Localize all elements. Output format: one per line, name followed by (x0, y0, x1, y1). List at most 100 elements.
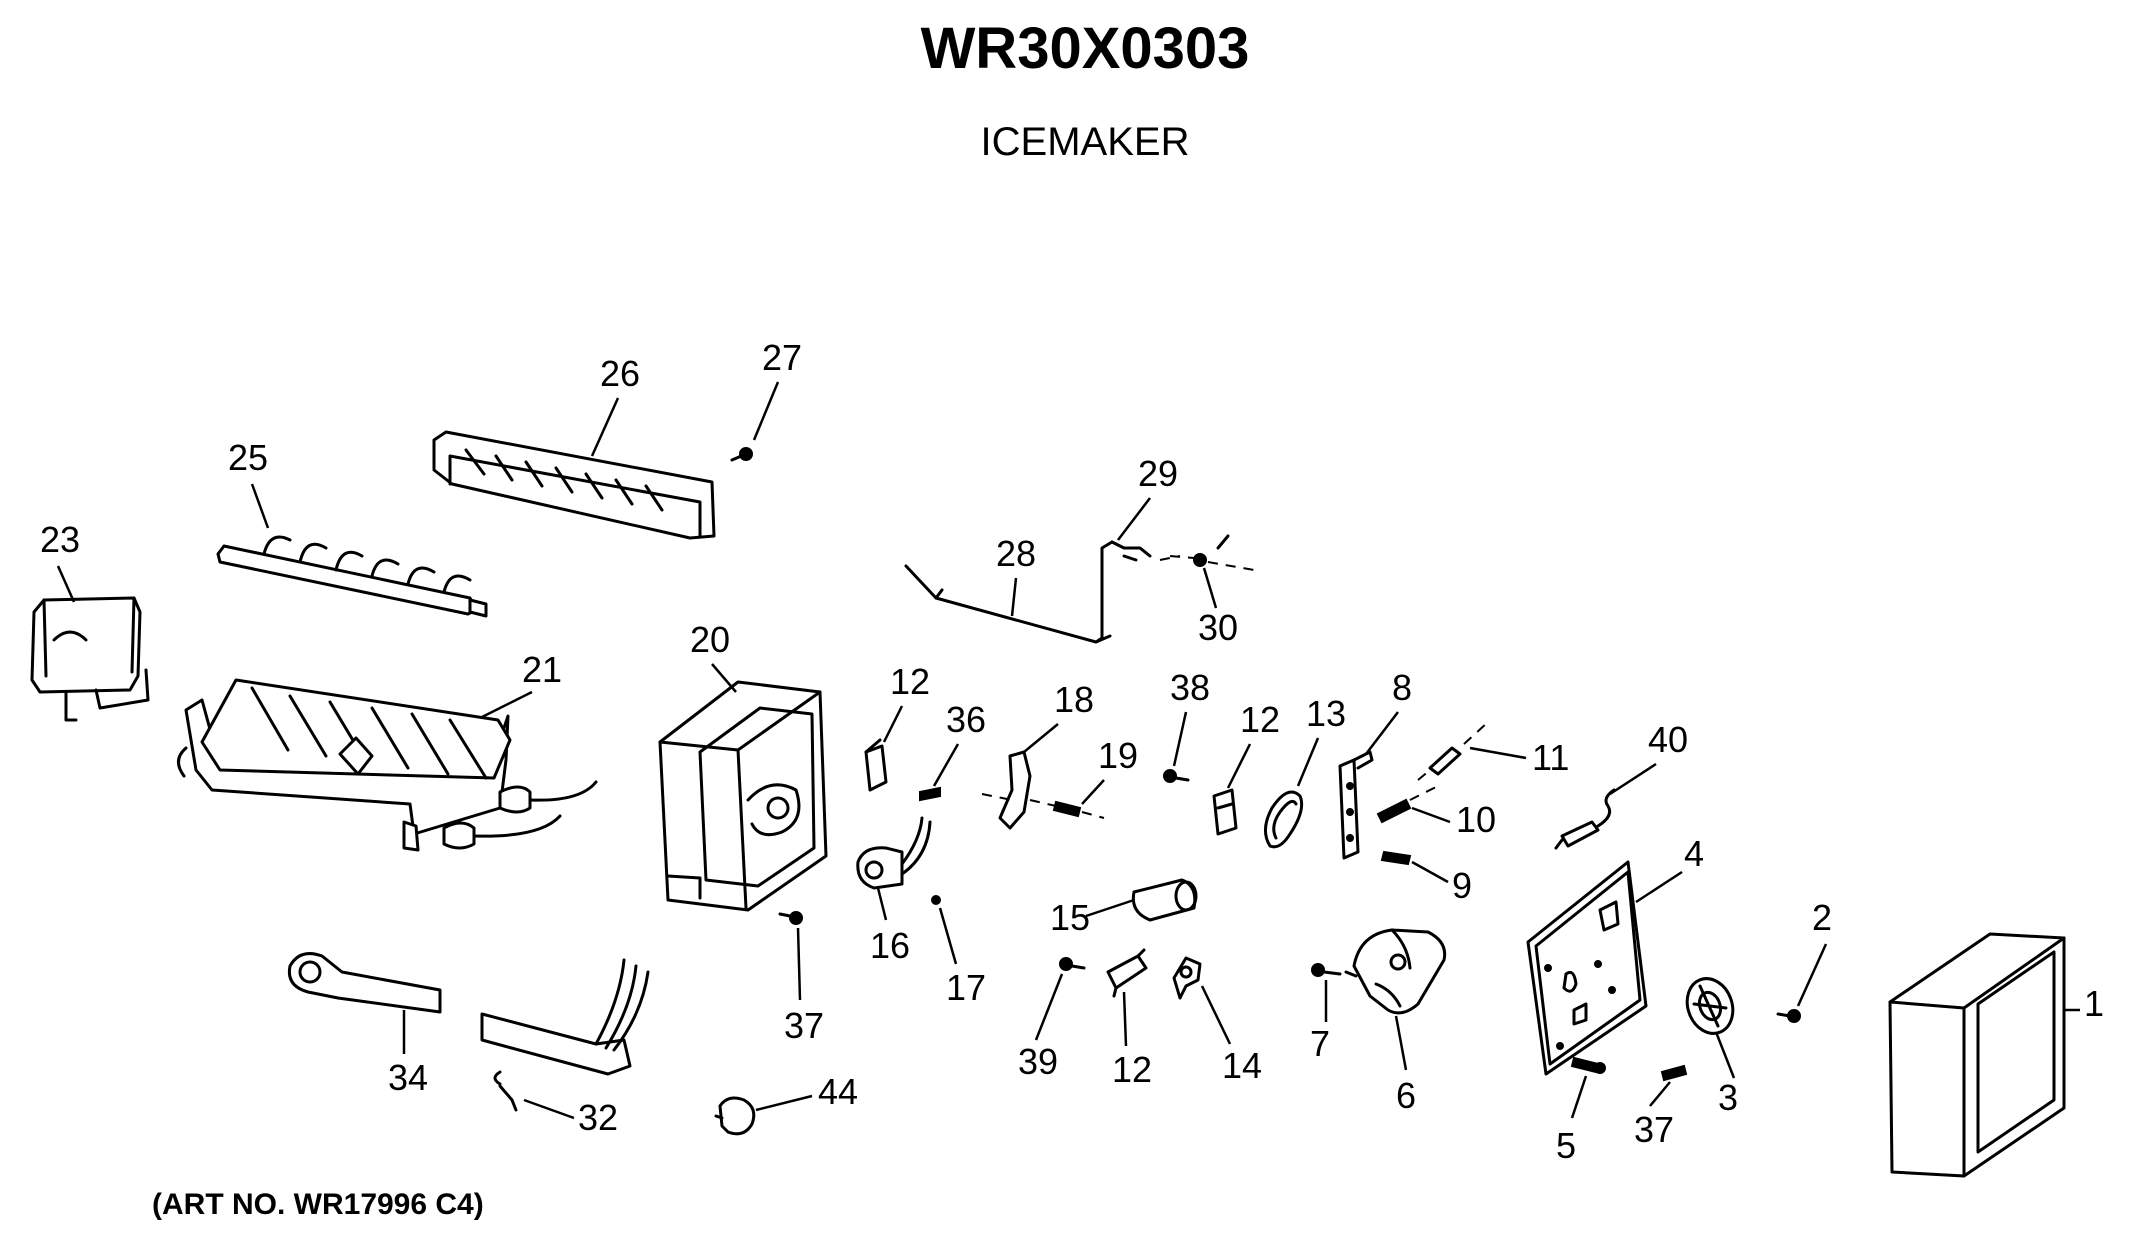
callout-21: 21 (479, 649, 562, 720)
callout-36: 36 (932, 699, 986, 787)
callout-20: 20 (690, 619, 737, 693)
callout-25: 25 (228, 437, 270, 529)
part-12a-shape (864, 738, 888, 792)
svg-text:40: 40 (1648, 719, 1688, 760)
callout-3: 3 (1714, 1031, 1738, 1118)
svg-text:34: 34 (388, 1057, 428, 1098)
svg-text:26: 26 (600, 353, 640, 394)
callout-1: 1 (2064, 983, 2104, 1024)
callout-4: 4 (1635, 833, 1704, 904)
part-14-shape (1172, 956, 1202, 1000)
svg-text:37: 37 (1634, 1109, 1674, 1150)
svg-text:25: 25 (228, 437, 268, 478)
svg-text:30: 30 (1198, 607, 1238, 648)
part-20-shape (658, 680, 828, 912)
callout-27: 27 (752, 337, 802, 441)
svg-text:2: 2 (1812, 897, 1832, 938)
part-13-shape (1264, 790, 1304, 849)
part-5-shape (1570, 1056, 1606, 1074)
part-32-shape (480, 958, 650, 1112)
part-44-shape (714, 1096, 756, 1136)
svg-text:8: 8 (1392, 667, 1412, 708)
part-37b-shape (1660, 1064, 1688, 1082)
callout-32: 32 (523, 1097, 618, 1138)
svg-text:27: 27 (762, 337, 802, 378)
part-27-shape (730, 447, 753, 462)
callout-12b: 12 (1226, 699, 1280, 789)
part-36-shape (919, 786, 941, 802)
callout-29: 29 (1117, 453, 1178, 541)
callout-34: 34 (388, 1010, 428, 1098)
callout-9: 9 (1411, 860, 1472, 906)
part-1-shape (1888, 932, 2066, 1178)
svg-text:6: 6 (1396, 1075, 1416, 1116)
part-18-shape (981, 750, 1032, 830)
svg-text:23: 23 (40, 519, 80, 560)
part-16-shape (856, 816, 932, 890)
part-17-shape (931, 895, 941, 905)
svg-text:12: 12 (1112, 1049, 1152, 1090)
part-40-shape (1554, 788, 1616, 850)
part-3-shape (1685, 977, 1735, 1035)
part-39-shape (1059, 957, 1086, 971)
callout-19: 19 (1081, 735, 1138, 805)
part-25-shape (216, 535, 488, 618)
part-2-shape (1776, 1009, 1801, 1023)
svg-text:1: 1 (2084, 983, 2104, 1024)
callout-39: 39 (1018, 973, 1064, 1082)
svg-text:28: 28 (996, 533, 1036, 574)
svg-text:12: 12 (890, 661, 930, 702)
svg-text:4: 4 (1684, 833, 1704, 874)
callout-44: 44 (755, 1071, 858, 1112)
part-37a-shape (778, 911, 803, 925)
svg-text:38: 38 (1170, 667, 1210, 708)
callout-37a: 37 (784, 927, 824, 1046)
part-19-shape (1029, 799, 1105, 819)
part-10-shape (1376, 785, 1439, 824)
part-15-shape (1131, 878, 1198, 922)
svg-text:7: 7 (1310, 1023, 1330, 1064)
svg-text:12: 12 (1240, 699, 1280, 740)
part-38-shape (1163, 769, 1190, 783)
callout-6: 6 (1394, 1015, 1416, 1116)
callout-7: 7 (1310, 980, 1330, 1064)
assembly-subtitle: ICEMAKER (981, 120, 1190, 164)
svg-text:14: 14 (1222, 1045, 1262, 1086)
svg-text:13: 13 (1306, 693, 1346, 734)
svg-text:5: 5 (1556, 1125, 1576, 1166)
svg-text:44: 44 (818, 1071, 858, 1112)
svg-text:19: 19 (1098, 735, 1138, 776)
svg-text:20: 20 (690, 619, 730, 660)
callout-13: 13 (1296, 693, 1346, 787)
callout-18: 18 (1023, 679, 1094, 753)
model-title: WR30X0303 (921, 16, 1250, 81)
part-12b-shape (1212, 788, 1238, 836)
svg-text:36: 36 (946, 699, 986, 740)
callout-10: 10 (1411, 799, 1496, 840)
callout-2: 2 (1796, 897, 1832, 1007)
part-26-shape (432, 430, 716, 540)
part-8-shape (1338, 750, 1374, 860)
part-9-shape (1380, 850, 1412, 866)
part-12c-shape (1106, 948, 1148, 998)
callout-30: 30 (1198, 567, 1238, 648)
part-11-shape (1417, 721, 1489, 781)
callout-17: 17 (938, 907, 986, 1008)
part-7-shape (1311, 963, 1342, 977)
callout-26: 26 (590, 353, 640, 457)
part-6-shape (1344, 928, 1447, 1015)
svg-text:16: 16 (870, 925, 910, 966)
svg-text:15: 15 (1050, 897, 1090, 938)
svg-text:11: 11 (1532, 737, 1569, 778)
callout-16: 16 (870, 887, 910, 966)
callout-12c: 12 (1112, 991, 1152, 1090)
svg-text:9: 9 (1452, 865, 1472, 906)
svg-text:32: 32 (578, 1097, 618, 1138)
callout-8: 8 (1365, 667, 1412, 755)
callout-12a: 12 (882, 661, 930, 743)
svg-text:18: 18 (1054, 679, 1094, 720)
part-34-shape (287, 952, 442, 1014)
callout-38: 38 (1170, 667, 1210, 767)
svg-text:21: 21 (522, 649, 562, 690)
